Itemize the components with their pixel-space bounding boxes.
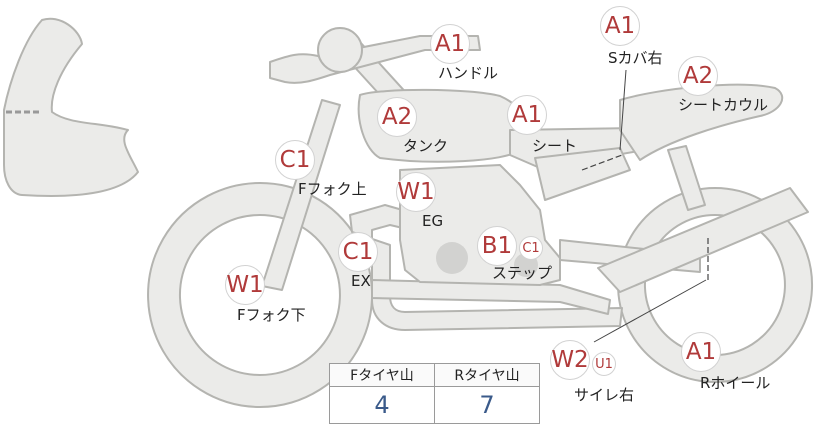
ffork-lower-label: Fフォク下 (237, 306, 306, 324)
tire-tread-table: Fタイヤ山 Rタイヤ山 4 7 (329, 363, 540, 424)
silencer-right-label: サイレ右 (574, 386, 635, 404)
step-grade-badge: B1 (477, 226, 517, 266)
eg-label: EG (422, 212, 444, 230)
rwheel-grade-badge: A1 (681, 332, 721, 372)
scover-right-grade-badge: A1 (600, 6, 640, 46)
step-secondary-grade-badge: C1 (519, 236, 543, 260)
scover-right-label: Sカバ右 (608, 49, 663, 67)
silencer-right-secondary-grade-badge: U1 (592, 352, 616, 376)
tank-label: タンク (403, 137, 449, 155)
tank-grade-badge: A2 (377, 97, 417, 137)
side-cover-part (534, 147, 631, 201)
front-fairing-part (3, 17, 139, 197)
front-tire-tread-value: 4 (329, 386, 435, 424)
ffork-lower-grade-badge: W1 (225, 265, 265, 305)
side-cover-dash-line (581, 154, 623, 171)
handle-label: ハンドル (438, 64, 499, 82)
ex-grade-badge: C1 (338, 232, 378, 272)
seat-label: シート (532, 137, 578, 155)
lower-frame-part (371, 279, 611, 315)
eg-grade-badge: W1 (396, 172, 436, 212)
front-tire-tread-header: Fタイヤ山 (329, 363, 435, 387)
rear-tire-tread-value: 7 (434, 386, 540, 424)
headlight-part (317, 27, 363, 73)
rwheel-label: Rホイール (700, 374, 771, 392)
ex-label: EX (351, 272, 371, 290)
rear-tire-tread-header: Rタイヤ山 (434, 363, 540, 387)
step-label: ステップ (492, 264, 553, 282)
muffler-part (597, 187, 809, 293)
rear-shock-part (667, 145, 706, 211)
front-wheel-part (147, 182, 374, 408)
front-fork-part (261, 99, 341, 291)
silencer-right-grade-badge: W2 (550, 340, 590, 380)
seat-cowl-grade-badge: A2 (678, 56, 718, 96)
tire-tread-header-row: Fタイヤ山 Rタイヤ山 (329, 363, 540, 387)
ffork-upper-grade-badge: C1 (275, 140, 315, 180)
tire-tread-value-row: 4 7 (329, 386, 540, 424)
handle-grade-badge: A1 (430, 24, 470, 64)
seat-grade-badge: A1 (507, 95, 547, 135)
seat-cowl-label: シートカウル (678, 96, 769, 114)
silencer-leader-line (593, 279, 707, 343)
scover-leader-line (619, 69, 627, 151)
ffork-upper-label: Fフォク上 (298, 180, 367, 198)
engine-cover-circle (436, 242, 468, 274)
